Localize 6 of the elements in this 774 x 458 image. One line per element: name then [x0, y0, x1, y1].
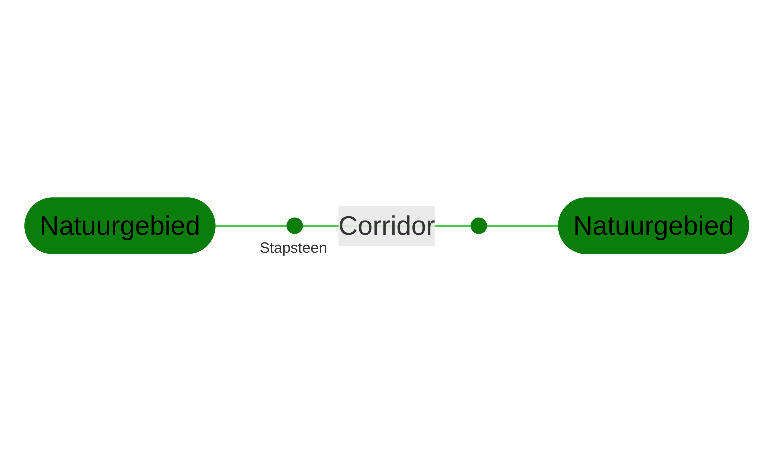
edge-label: Corridor [338, 210, 436, 242]
connector [486, 225, 560, 228]
node-circle [286, 218, 304, 235]
node-circle [470, 218, 488, 235]
connector [216, 225, 288, 228]
node-caption: Stapsteen [260, 240, 328, 258]
